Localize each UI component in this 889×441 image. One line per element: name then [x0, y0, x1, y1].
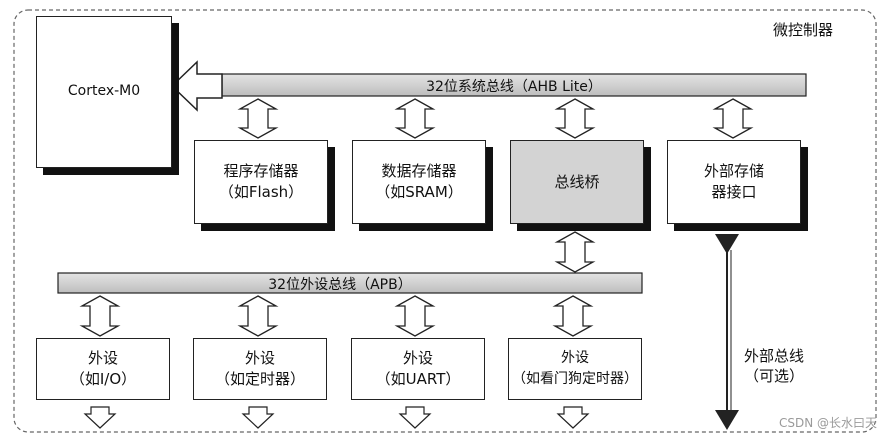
peripheral-watchdog-arrow	[552, 295, 594, 337]
external-memory-arrow	[712, 98, 754, 139]
apb-bus-label: 32位外设总线（APB）	[268, 277, 411, 293]
program-memory-arrow	[237, 98, 279, 139]
watchdog-out-arrow	[556, 406, 590, 429]
external-memory-interface-block: 外部存储 器接口	[667, 140, 801, 224]
peripheral-timer-block: 外设 （如定时器）	[193, 338, 327, 400]
peripheral-timer-arrow	[237, 295, 279, 337]
timer-out-arrow	[241, 406, 275, 429]
uart-out-arrow	[398, 406, 432, 429]
external-memory-interface-label: 外部存储 器接口	[703, 162, 764, 201]
peripheral-timer-label: 外设 （如定时器）	[214, 349, 305, 388]
peripheral-uart-block: 外设 （如UART）	[351, 338, 485, 400]
peripheral-watchdog-label: 外设 （如看门狗定时器）	[512, 350, 638, 387]
cpu-ahb-arrow	[170, 60, 223, 112]
bus-bridge-block: 总线桥	[510, 140, 644, 224]
apb-bus-bar	[57, 272, 643, 294]
csdn-watermark: CSDN @长水曰天	[778, 416, 877, 430]
peripheral-io-arrow	[79, 295, 121, 337]
bus-bridge-label: 总线桥	[554, 172, 600, 191]
bus-bridge-upper-arrow	[554, 98, 596, 139]
cortex-m0-label: Cortex-M0	[67, 83, 141, 99]
data-memory-block: 数据存储器 （如SRAM）	[352, 140, 486, 224]
data-memory-label: 数据存储器 （如SRAM）	[375, 162, 463, 201]
bridge-apb-arrow	[554, 231, 596, 273]
peripheral-uart-label: 外设 （如UART）	[375, 349, 461, 388]
apb-peripheral-arrows	[79, 295, 594, 337]
program-memory-label: 程序存储器 （如Flash）	[218, 162, 304, 201]
ahb-block-arrows	[237, 98, 754, 139]
peripheral-io-label: 外设 （如I/O）	[69, 349, 137, 388]
data-memory-arrow	[394, 98, 436, 139]
microcontroller-boundary	[13, 9, 877, 433]
program-memory-block: 程序存储器 （如Flash）	[194, 140, 328, 224]
peripheral-uart-arrow	[394, 295, 436, 337]
bridge-apb-hollow-arrow	[554, 231, 596, 273]
peripheral-io-block: 外设 （如I/O）	[36, 338, 170, 400]
peripheral-watchdog-block: 外设 （如看门狗定时器）	[508, 338, 642, 400]
cortex-m0-block: Cortex-M0	[36, 16, 172, 168]
peripheral-output-arrows	[83, 406, 590, 429]
microcontroller-title: 微控制器	[773, 21, 834, 39]
ahb-bus-label: 32位系统总线（AHB Lite）	[426, 79, 602, 95]
external-bus-label: 外部总线 （可选）	[744, 347, 805, 385]
io-out-arrow	[83, 406, 117, 429]
